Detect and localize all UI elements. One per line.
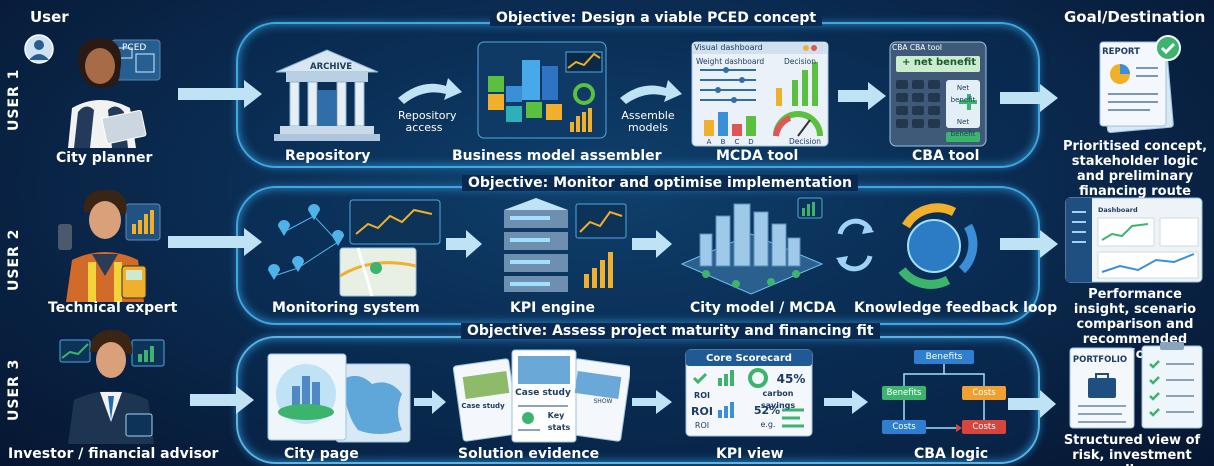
city-page-map-icon <box>267 353 411 443</box>
persona-city-planner: City planner <box>56 150 153 166</box>
dashboard-axis-a: A <box>706 138 712 146</box>
goal-dashboard-title: Dashboard <box>1098 206 1138 214</box>
scorecard-pct-2: 52% <box>753 404 781 417</box>
calculator-icon <box>889 41 987 147</box>
step-mcda-tool: MCDA tool <box>716 148 799 164</box>
arrow-label-repository-access: Repository access <box>398 109 457 134</box>
cba-net-benefit-1: Net benefit <box>950 84 976 104</box>
business-model-blocks-icon <box>477 41 607 139</box>
archive-building-icon <box>274 49 380 141</box>
monitoring-map-icon <box>268 199 441 297</box>
arrow-label-assemble-models: Assemble models <box>621 109 675 134</box>
technical-expert-illustration <box>58 190 161 302</box>
step-city-page: City page <box>284 446 359 462</box>
scorecard-roi-1: ROI <box>694 391 710 400</box>
cba-display: + net benefit <box>901 57 977 68</box>
cba-tool-title: CBA CBA tool <box>892 43 942 52</box>
cba-logic-costs-right: Costs <box>972 388 996 398</box>
step-knowledge-feedback-loop: Knowledge feedback loop <box>854 300 1058 316</box>
report-document-icon <box>1099 35 1181 133</box>
city-model-icon <box>680 197 824 295</box>
dashboard-axis-b: B <box>720 138 726 146</box>
step-city-model-mcda: City model / MCDA <box>690 300 836 316</box>
cba-logic-costs-final: Costs <box>972 422 996 432</box>
persona-investor: Investor / financial advisor <box>8 446 219 462</box>
portfolio-label: PORTFOLIO <box>1072 355 1128 365</box>
objective-user2: Objective: Monitor and optimise implemen… <box>462 175 859 191</box>
cba-logic-costs-left: Costs <box>892 422 916 432</box>
scorecard-pct-1: 45% <box>776 372 806 386</box>
report-label: REPORT <box>1102 47 1140 57</box>
dashboard-axis-d: D <box>748 138 754 146</box>
city-planner-illustration <box>68 38 161 148</box>
kpi-engine-server-icon <box>504 198 627 292</box>
user-avatar-icon <box>24 34 54 64</box>
step-repository: Repository <box>285 148 371 164</box>
feedback-loop-icon <box>836 203 978 289</box>
cba-logic-benefits: Benefits <box>886 388 922 398</box>
goal-user1: Prioritised concept, stakeholder logic a… <box>1062 139 1208 199</box>
portfolio-checklist-icon <box>1069 342 1203 429</box>
dashboard-decision-gauge: Decision <box>789 137 821 146</box>
cba-logic-benefits-top: Benefits <box>925 352 963 362</box>
dashboard-title: Visual dashboard <box>694 43 763 52</box>
step-business-model-assembler: Business model assembler <box>452 148 662 164</box>
objective-user3: Objective: Assess project maturity and f… <box>461 323 880 339</box>
evidence-key: Key <box>547 411 565 420</box>
dashboard-axis-c: C <box>734 138 740 146</box>
evidence-detail: SHOW <box>593 398 613 405</box>
dashboard-weights: Weight dashboard <box>696 57 765 66</box>
pced-badge: PCED <box>122 43 147 53</box>
archive-label: ARCHIVE <box>310 62 353 72</box>
step-solution-evidence: Solution evidence <box>458 446 600 462</box>
evidence-case-study-2: Case study <box>515 388 571 398</box>
step-kpi-engine: KPI engine <box>510 300 595 316</box>
scorecard-pct-1-label: carbon savings <box>760 389 796 410</box>
step-cba-tool: CBA tool <box>912 148 980 164</box>
dashboard-decision: Decision <box>784 57 816 66</box>
evidence-stats: stats <box>547 423 571 432</box>
persona-technical-expert: Technical expert <box>48 300 178 316</box>
core-scorecard-panel <box>685 349 813 437</box>
cba-logic-flow <box>882 350 1006 434</box>
step-cba-logic: CBA logic <box>914 446 989 462</box>
evidence-case-study-1: Case study <box>461 402 505 410</box>
goal-column-header: Goal/Destination <box>1064 8 1206 26</box>
case-study-documents-icon <box>452 349 630 443</box>
cba-net-benefit-2: Net benefit <box>950 118 976 138</box>
scorecard-roi-3: ROI <box>694 421 710 430</box>
mcda-dashboard-icon <box>691 41 829 147</box>
objective-user1: Objective: Design a viable PCED concept <box>490 10 823 26</box>
scorecard-title: Core Scorecard <box>706 353 792 364</box>
investor-illustration <box>59 330 165 444</box>
performance-dashboard-icon <box>1065 197 1203 283</box>
goal-user3: Structured view of risk, investment read… <box>1063 433 1201 466</box>
step-monitoring-system: Monitoring system <box>272 300 420 316</box>
scorecard-roi-2: ROI <box>691 405 713 418</box>
scorecard-pct-2-label: e.g. <box>760 420 776 429</box>
user-column-header: User <box>30 8 69 26</box>
step-kpi-view: KPI view <box>716 446 784 462</box>
